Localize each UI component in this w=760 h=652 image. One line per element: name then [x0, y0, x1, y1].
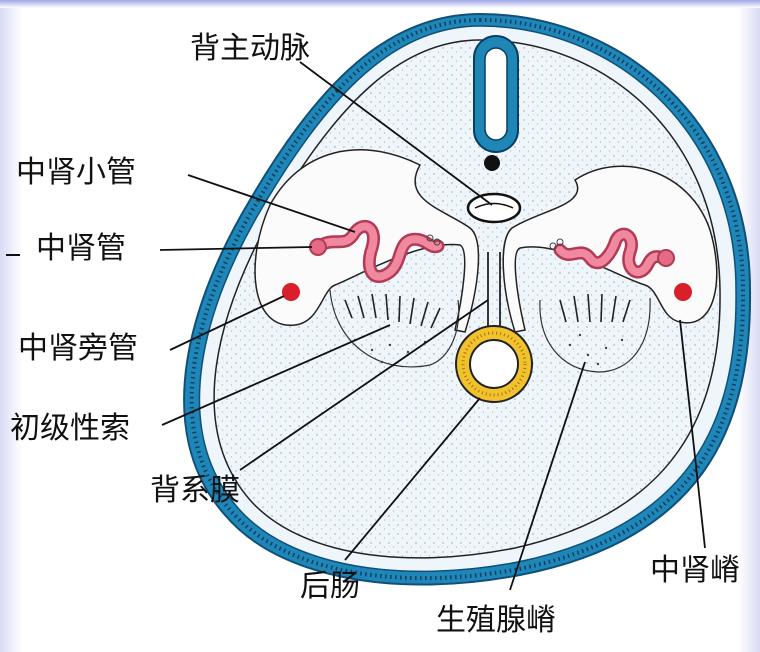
label-dorsal-aorta: 背主动脉 — [190, 31, 310, 66]
notochord — [484, 155, 500, 171]
hindgut-lumen — [470, 340, 518, 388]
neural-tube-canal — [485, 48, 507, 140]
paramesonephric-duct-right — [674, 283, 692, 301]
label-hindgut: 后肠 — [300, 569, 360, 604]
label-mesonephric-duct: 中肾管 — [36, 231, 126, 266]
label-mesonephric-tubule: 中肾小管 — [16, 155, 136, 190]
mesonephric-duct-right — [658, 250, 674, 266]
label-mesonephric-ridge: 中肾嵴 — [650, 553, 740, 588]
paramesonephric-duct-left — [282, 283, 300, 301]
label-genital-ridge: 生殖腺嵴 — [436, 603, 556, 638]
mesonephric-duct-left — [310, 239, 326, 255]
label-primary-sex-cord: 初级性索 — [10, 411, 130, 446]
label-paramesonephric-duct: 中肾旁管 — [18, 331, 138, 366]
label-dorsal-mesentery: 背系膜 — [150, 473, 240, 508]
